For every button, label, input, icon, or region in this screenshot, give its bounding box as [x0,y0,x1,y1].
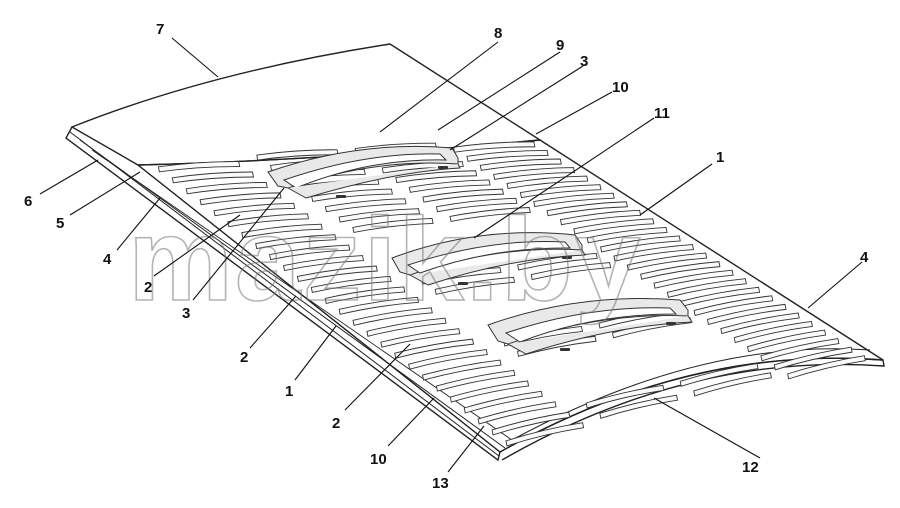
rib-slot [435,197,518,213]
rib-slot [491,411,571,436]
roof-panel [65,43,885,462]
rib-slot [463,390,543,414]
callout-2: 2 [144,279,152,296]
rib-slot [653,269,734,289]
callout-3: 3 [182,305,190,322]
callout-9: 9 [556,37,564,54]
callout-10: 10 [612,79,629,96]
rib-slot [381,161,464,174]
rib-slot [366,317,447,337]
callout-labels: 7 8 9 3 10 11 1 6 5 4 2 3 4 2 1 2 10 13 … [24,21,869,492]
rib-slot [227,213,310,228]
rib-slot [435,369,516,392]
rib-slot [255,234,337,250]
rib-slot [546,201,628,217]
rib-slot [477,401,557,425]
roof-edge-strip-inner [79,139,506,449]
callout-7: 7 [156,21,164,38]
rib-slot [449,380,530,403]
rib-slot [338,208,421,223]
rib-slot [185,181,268,195]
rib-slot [693,295,774,316]
rib-slot [773,346,853,371]
rib-slot [787,355,866,380]
rib-slot [505,422,585,447]
rib-slot [693,372,772,397]
rib-slot [479,158,562,171]
rib-slot [352,218,434,233]
rib-slot [466,149,549,162]
rib-slot [395,170,478,184]
callout-2: 2 [332,415,340,432]
rib-slot [241,223,323,239]
rib-slot [640,261,721,280]
callout-11: 11 [654,105,670,122]
rib-slot [573,218,655,235]
callout-10: 10 [370,451,387,468]
rib-slot [157,161,241,173]
rib-slot [449,207,531,222]
rib-slot [706,303,787,326]
rib-slot [747,329,827,353]
rib-slot [408,349,488,370]
rib-slot [171,171,255,184]
rib-slot [517,252,598,271]
hatch-opening-front [267,145,461,199]
rib-slot [493,167,576,180]
mounting-marks [336,166,676,351]
rib-slot [453,141,536,153]
rib-slot [421,359,502,381]
callout-4: 4 [860,249,869,266]
rib-slot [760,338,840,362]
roof-edge-strip-middle [69,131,500,457]
roof-edge-strip-rib [91,149,513,441]
rib-slot [199,192,282,206]
rib-slot [679,363,759,387]
rib-slot [626,252,708,271]
rib-slot [408,179,491,193]
rib-slot [310,275,392,293]
rib-slot [324,286,406,304]
rib-slot [720,312,800,335]
callout-2: 2 [240,349,248,366]
rib-slot [269,244,351,261]
rib-slot [585,384,665,409]
callout-4: 4 [103,251,112,268]
hatch-opening-middle [391,232,586,286]
rib-slot [666,278,747,298]
rib-slot [613,244,695,262]
rib-slot [380,328,461,348]
rib-slot [530,262,612,281]
hatch-opening-rear [487,297,693,355]
rib-slot [296,265,378,283]
roof-rib-slots [157,141,866,447]
rib-slot [394,338,475,359]
rib-slot [324,198,407,213]
rib-slot [733,320,813,344]
rib-slot [282,255,365,272]
leader-lines [39,37,863,473]
rib-slot [559,209,642,226]
rib-slot [422,188,505,203]
callout-12: 12 [742,459,759,476]
rib-slot [213,202,296,217]
roof-rear-edge [499,357,885,461]
callout-13: 13 [432,475,449,492]
callout-1: 1 [716,149,724,166]
rib-slot [338,296,420,315]
watermark-text: mazik.by [128,194,642,326]
callout-8: 8 [494,25,502,42]
rib-slot [600,235,681,253]
callout-6: 6 [24,193,32,210]
rib-slot [680,286,761,307]
callout-1: 1 [285,383,293,400]
rib-slot [533,192,615,208]
rib-slot [506,175,589,189]
rib-slot [586,226,668,244]
callout-5: 5 [56,215,64,232]
rib-slot [352,307,433,326]
rib-slot [311,188,393,202]
callout-3: 3 [580,53,588,70]
